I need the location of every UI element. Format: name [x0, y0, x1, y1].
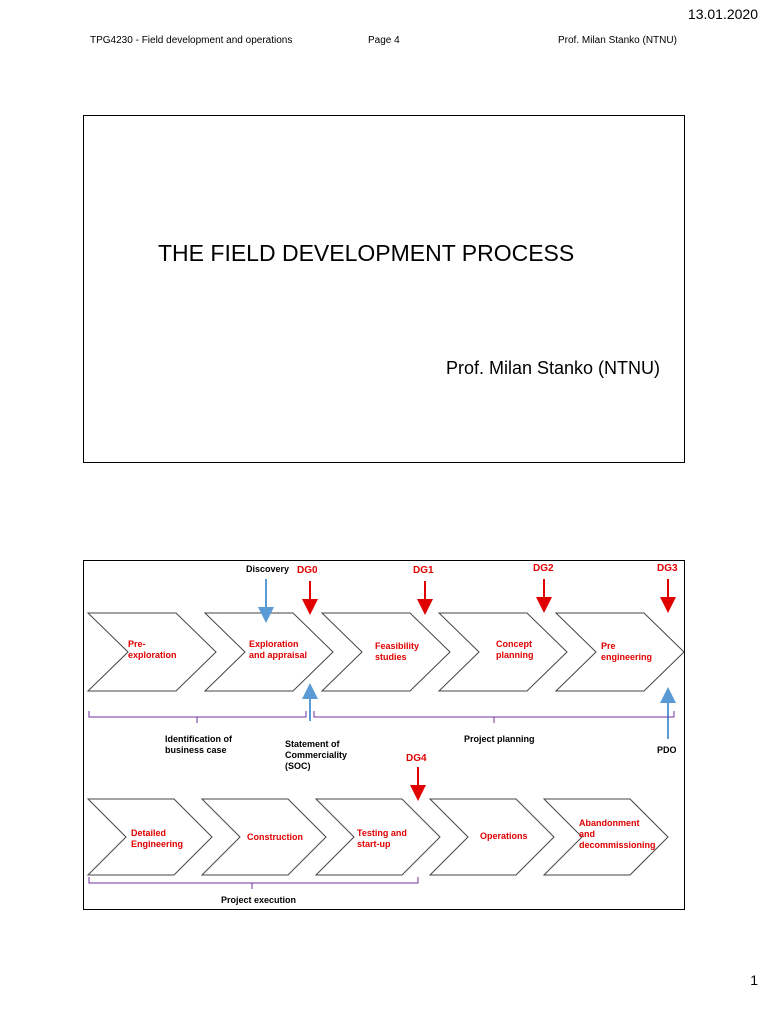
brace-project-execution [88, 877, 419, 889]
brace-project-planning [313, 711, 675, 723]
gate-dg3: DG3 [657, 563, 678, 574]
author-header: Prof. Milan Stanko (NTNU) [558, 35, 677, 46]
chevron-abandonment [542, 798, 669, 876]
chevron-concept-planning [437, 612, 568, 692]
chevron-detailed-engineering [86, 798, 213, 876]
chevron-operations [428, 798, 555, 876]
chevron-pre-exploration [86, 612, 217, 692]
gate-dg1: DG1 [413, 565, 434, 576]
slide-title: THE FIELD DEVELOPMENT PROCESS [158, 240, 575, 266]
chevron-pre-engineering [554, 612, 685, 692]
label-project-planning: Project planning [464, 734, 535, 744]
chevron-testing-startup [314, 798, 441, 876]
gate-dg2: DG2 [533, 563, 554, 574]
label-construction: Construction [247, 832, 303, 842]
gate-dg4: DG4 [406, 753, 427, 764]
process-diagram [86, 579, 685, 889]
chevron-feasibility-studies [320, 612, 451, 692]
label-operations: Operations [480, 831, 528, 841]
brace-identification [88, 711, 307, 723]
course-title: TPG4230 - Field development and operatio… [90, 35, 293, 46]
page-label: Page 4 [368, 35, 400, 46]
gate-dg0: DG0 [297, 565, 318, 576]
label-project-execution: Project execution [221, 895, 297, 905]
date: 13.01.2020 [687, 6, 758, 22]
label-discovery: Discovery [246, 564, 290, 574]
page-number: 1 [750, 972, 758, 988]
chevron-exploration-appraisal [203, 612, 334, 692]
slide-subtitle: Prof. Milan Stanko (NTNU) [445, 358, 660, 378]
chevron-construction [200, 798, 327, 876]
label-pdo: PDO [657, 745, 677, 755]
slide-title-slide: THE FIELD DEVELOPMENT PROCESS Prof. Mila… [83, 115, 685, 463]
label-pre-exploration: Pre-exploration [128, 639, 177, 660]
